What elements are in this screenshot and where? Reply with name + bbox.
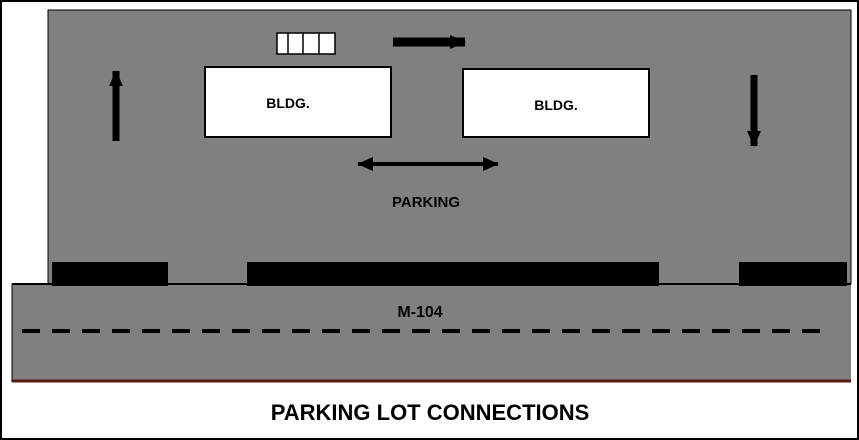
parking-lot-area [48, 10, 851, 284]
curb-island-right [739, 262, 847, 286]
road-label: M-104 [397, 304, 442, 321]
curb-island-left [52, 262, 168, 286]
building-left [204, 66, 392, 138]
parking-label: PARKING [392, 194, 460, 211]
building-right-label: BLDG. [534, 97, 578, 113]
curb-island-center [247, 262, 659, 286]
diagram-caption: PARKING LOT CONNECTIONS [271, 400, 590, 425]
lot-boundary [47, 9, 852, 284]
building-left-label: BLDG. [266, 95, 310, 111]
parked-car-icon [276, 32, 336, 55]
building-right [462, 68, 650, 138]
